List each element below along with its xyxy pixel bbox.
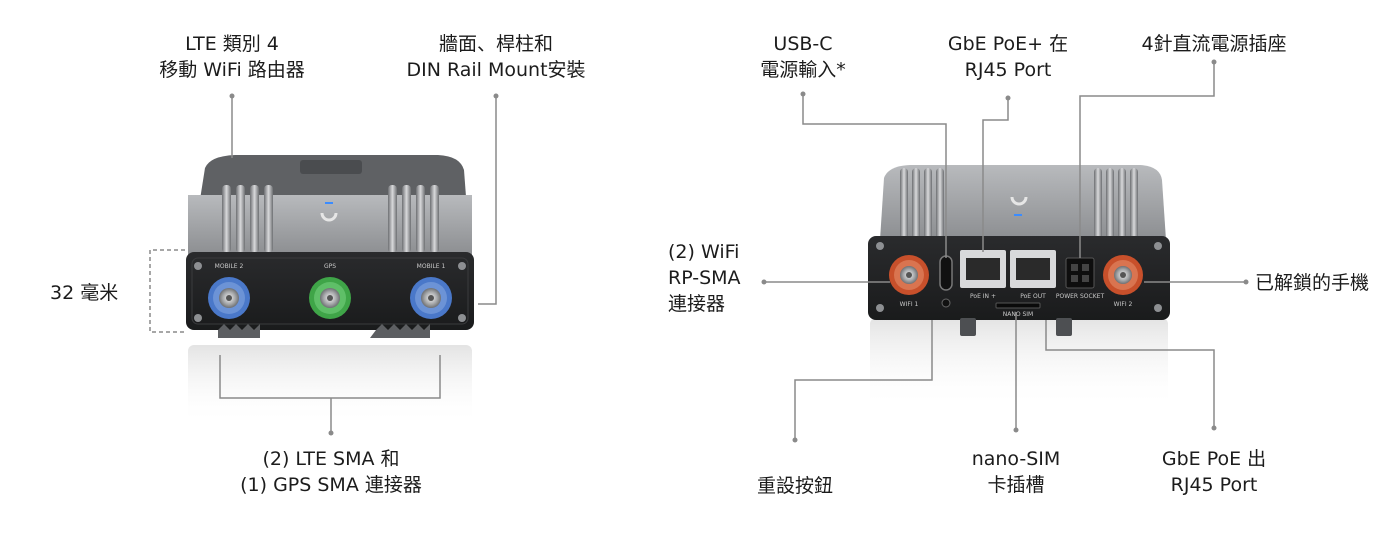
rear-reflection — [870, 318, 1168, 408]
leader-dots — [229, 93, 499, 436]
nano-sim-label: NANO SIM — [1003, 311, 1033, 318]
rear-status-led — [1014, 214, 1022, 216]
sma-mobile2: MOBILE 2 — [208, 263, 250, 319]
poe-out-label: GbE PoE 出 RJ45 Port — [1161, 448, 1267, 496]
power-socket-label: POWER SOCKET — [1056, 293, 1105, 300]
reset-hole — [941, 298, 951, 308]
lte-router-rear: WIFI 1 WIFI 2 PoE IN + PoE OUT POWER SOC… — [868, 165, 1170, 408]
rj45-poe-out: PoE OUT — [1010, 250, 1056, 300]
rear-panel-screws — [876, 242, 1162, 312]
dc-power-socket: POWER SOCKET — [1056, 257, 1105, 300]
reset-button-label: 重設按鈕 — [756, 475, 834, 497]
left-heatsink-fins — [222, 185, 273, 253]
sma-mobile1: MOBILE 1 — [410, 263, 452, 319]
router-title-label: LTE 類別 4 移動 WiFi 路由器 — [159, 33, 305, 81]
top-slot — [300, 160, 362, 174]
nano-sim-slot — [995, 302, 1041, 309]
poe-in-label: GbE PoE+ 在 RJ45 Port — [947, 33, 1069, 81]
rj45-poe-in: PoE IN + — [960, 250, 1006, 300]
height-dimension-label: 32 毫米 — [50, 282, 119, 304]
mobile2-port-label: MOBILE 2 — [215, 263, 244, 270]
logo-icon — [320, 212, 338, 222]
usbc-port — [939, 255, 953, 291]
gps-port-label: GPS — [324, 263, 336, 270]
wifi-connectors-label: (2) WiFi RP-SMA 連接器 — [668, 241, 741, 315]
device-reflection — [188, 345, 472, 425]
usbc-label: USB-C 電源輸入* — [760, 33, 846, 81]
nano-sim-label-text: nano-SIM 卡插槽 — [971, 448, 1061, 496]
mobile1-port-label: MOBILE 1 — [417, 263, 446, 270]
wifi1-port-label: WIFI 1 — [900, 301, 919, 308]
wifi1-connector: WIFI 1 — [889, 255, 929, 308]
right-heatsink-fins — [388, 185, 439, 253]
right-leader-dots — [761, 59, 1249, 443]
right-leader-lines — [764, 62, 1246, 440]
rear-logo-icon — [1010, 196, 1028, 206]
wifi2-connector: WIFI 2 — [1103, 255, 1143, 308]
wifi2-port-label: WIFI 2 — [1114, 301, 1133, 308]
rear-left-fins — [900, 168, 944, 240]
mount-rails — [218, 324, 430, 338]
rear-mount-feet — [960, 318, 1072, 336]
lte-router-front: MOBILE 2 GPS MOBILE 1 — [186, 155, 474, 425]
poe-in-port-label: PoE IN + — [970, 293, 996, 300]
sma-connectors-label: (2) LTE SMA 和 (1) GPS SMA 連接器 — [240, 448, 422, 496]
unlocked-label: 已解鎖的手機 — [1255, 272, 1370, 294]
poe-out-port-label: PoE OUT — [1020, 293, 1046, 300]
mount-label: 牆面、桿柱和 DIN Rail Mount安裝 — [406, 33, 586, 81]
status-led — [325, 202, 333, 204]
dc-socket-label: 4針直流電源插座 — [1141, 33, 1287, 55]
left-leader-lines — [149, 96, 497, 433]
panel-screws — [194, 262, 466, 322]
rear-right-fins — [1094, 168, 1138, 240]
sma-gps: GPS — [309, 263, 351, 319]
